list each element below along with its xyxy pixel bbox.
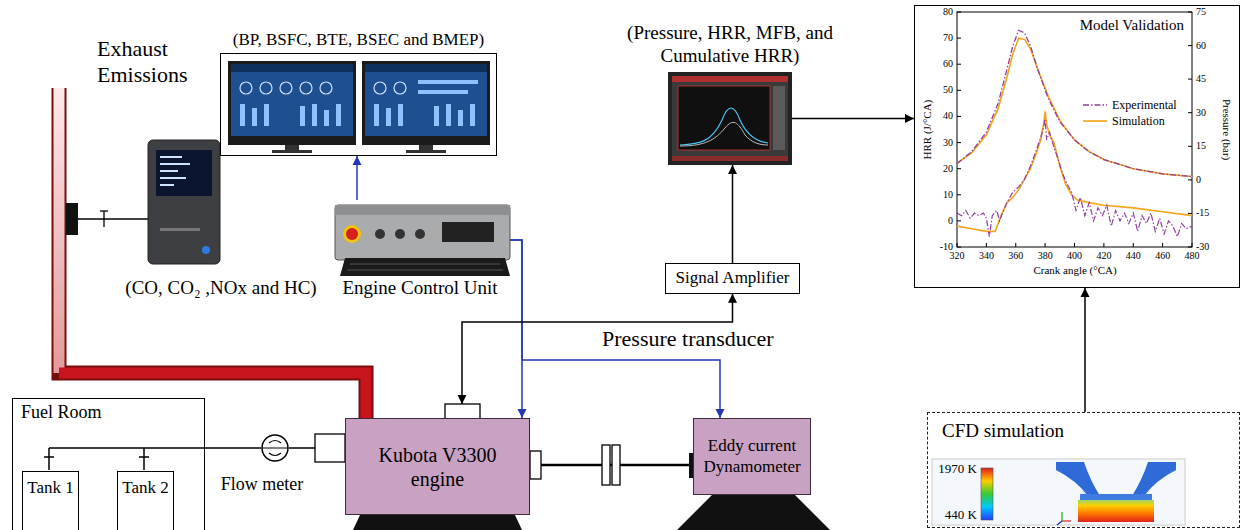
engine-hardware bbox=[315, 404, 830, 530]
combustion-screen-image bbox=[668, 72, 792, 165]
amplifier-box: Signal Amplifier bbox=[665, 263, 800, 293]
connector bbox=[353, 156, 362, 200]
room-label: Fuel Room bbox=[21, 402, 102, 424]
fuel-tank: Tank 1 bbox=[22, 471, 79, 530]
device-caption: (CO, CO₂ ,NOx and HC) bbox=[125, 277, 316, 300]
arrow-head bbox=[716, 409, 725, 418]
flow-meter-symbol bbox=[261, 434, 289, 462]
tick-label: 30 bbox=[943, 137, 953, 149]
monitor-panel: (BP, BSFC, BTE, BSEC and BMEP) bbox=[220, 53, 497, 156]
tick-label: 320 bbox=[950, 250, 965, 262]
legend-sample bbox=[1082, 116, 1108, 126]
connector bbox=[792, 114, 914, 123]
arrow-head bbox=[905, 114, 914, 123]
tick-label: 45 bbox=[1196, 73, 1206, 85]
connector bbox=[510, 240, 527, 418]
flow-meter: Flow meter bbox=[261, 434, 289, 462]
tick-label: 460 bbox=[1155, 250, 1170, 262]
tick-label: -15 bbox=[1196, 207, 1209, 219]
tick-label: 75 bbox=[1196, 6, 1206, 18]
monitor-screens bbox=[228, 61, 490, 153]
connector bbox=[1081, 288, 1090, 412]
control-console: Engine Control Unit bbox=[330, 200, 510, 302]
legend-sample bbox=[1082, 100, 1108, 110]
gas-analyzer: (CO, CO₂ ,NOx and HC) bbox=[140, 135, 228, 267]
colorbar-value: 1970 K bbox=[938, 461, 977, 477]
tick-label: 0 bbox=[948, 215, 953, 227]
fuel-tank: Tank 2 bbox=[117, 471, 174, 530]
axis-title: Crank angle (°CA) bbox=[1033, 264, 1116, 277]
tick-label: 360 bbox=[1008, 250, 1023, 262]
arrow-head bbox=[728, 165, 737, 174]
tick-label: 60 bbox=[943, 58, 953, 70]
axis-title: Pressure (bar) bbox=[1220, 99, 1233, 160]
tick-label: 50 bbox=[943, 84, 953, 96]
tick-label: 0 bbox=[1196, 174, 1201, 186]
engine-block: Kubota V3300 engine bbox=[345, 418, 530, 515]
box-label: Signal Amplifier bbox=[676, 268, 790, 288]
box-label: Kubota V3300 engine bbox=[368, 443, 508, 491]
connector bbox=[205, 448, 261, 449]
pipe-label: Exhaust Emissions bbox=[97, 36, 217, 89]
tank-label: Tank 2 bbox=[122, 478, 169, 498]
arrow-head bbox=[1081, 288, 1090, 297]
arrow-head bbox=[458, 395, 467, 404]
legend-text: Simulation bbox=[1112, 114, 1165, 128]
tick-label: 420 bbox=[1096, 250, 1111, 262]
device-caption: Flow meter bbox=[221, 474, 304, 496]
tick-label: 440 bbox=[1126, 250, 1141, 262]
tick-label: 380 bbox=[1038, 250, 1053, 262]
chart-title: Model Validation bbox=[1080, 16, 1184, 34]
tick-label: 340 bbox=[979, 250, 994, 262]
tank-label: Tank 1 bbox=[27, 478, 74, 498]
panel-heading: CFD simulation bbox=[942, 420, 1064, 443]
tick-label: 20 bbox=[943, 163, 953, 175]
panel-heading: (Pressure, HRR, MFB, and Cumulative HRR) bbox=[605, 22, 855, 68]
tick-label: 400 bbox=[1067, 250, 1082, 262]
signal-label: Pressure transducer bbox=[600, 326, 776, 352]
tick-label: 30 bbox=[1196, 107, 1206, 119]
tick-label: 15 bbox=[1196, 140, 1206, 152]
control-console-image bbox=[335, 205, 510, 276]
fuel-line bbox=[44, 448, 205, 470]
arrow-head bbox=[353, 156, 362, 165]
gas-analyzer-device bbox=[148, 140, 220, 264]
tick-label: 70 bbox=[943, 32, 953, 44]
chart-panel: Model Validation bbox=[914, 5, 1240, 288]
fuel-room: Fuel RoomTank 1 Tank 2 bbox=[12, 398, 205, 530]
arrow-head bbox=[728, 294, 737, 303]
tick-label: 60 bbox=[1196, 40, 1206, 52]
colorbar-value: 440 K bbox=[945, 507, 977, 523]
dynamometer: Eddy current Dynamometer bbox=[693, 418, 811, 495]
tick-label: 10 bbox=[943, 189, 953, 201]
axis-title: HRR (J/°CA) bbox=[921, 100, 934, 160]
panel-heading: (BP, BSFC, BTE, BSEC and BMEP) bbox=[233, 30, 484, 50]
box-label: Eddy current Dynamometer bbox=[700, 436, 804, 477]
tick-label: 480 bbox=[1185, 250, 1200, 262]
arrow-head bbox=[518, 409, 527, 418]
connector bbox=[728, 165, 737, 263]
tick-label: 40 bbox=[943, 110, 953, 122]
cfd-image bbox=[932, 459, 1185, 525]
validation-chart bbox=[957, 12, 1192, 247]
legend-text: Experimental bbox=[1112, 98, 1177, 112]
device-caption: Engine Control Unit bbox=[330, 277, 510, 300]
combustion-screen: (Pressure, HRR, MFB, and Cumulative HRR) bbox=[668, 72, 792, 165]
tick-label: 80 bbox=[943, 6, 953, 18]
